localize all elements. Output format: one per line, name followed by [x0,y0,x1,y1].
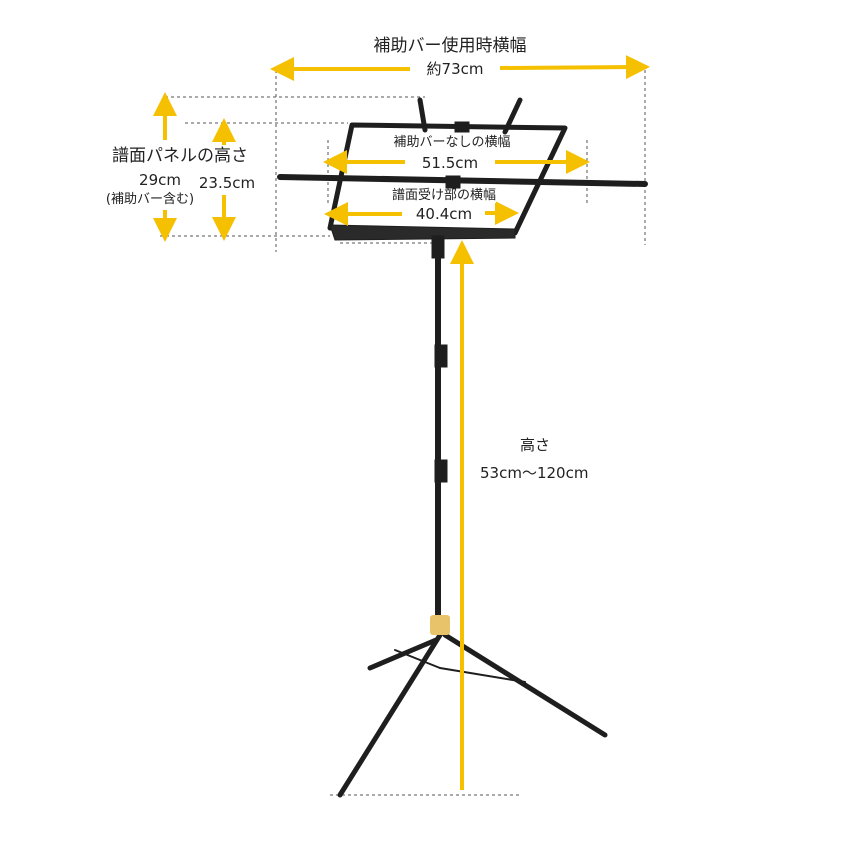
width-no-bar-value: 51.5cm [417,155,483,172]
music-stand [277,97,648,798]
height-collar [430,615,450,635]
tray-width-value: 40.4cm [411,206,477,223]
dimension-arrows [153,55,650,790]
height-value: 53cm〜120cm [480,464,589,482]
height-label: 高さ [519,436,551,454]
panel-height-with-bar-value: 29cm [139,171,181,189]
tray-width-label: 譜面受け部の横幅 [391,188,497,204]
total-width-label: 補助バー使用時横幅 [373,36,527,56]
panel-height-with-bar-note: (補助バー含む) [105,192,195,208]
panel-height-without-bar-value: 23.5cm [198,174,256,192]
panel-height-label: 譜面パネルの高さ [112,146,248,166]
total-width-value: 約73cm [422,61,488,78]
width-no-bar-label: 補助バーなしの横幅 [393,135,511,151]
